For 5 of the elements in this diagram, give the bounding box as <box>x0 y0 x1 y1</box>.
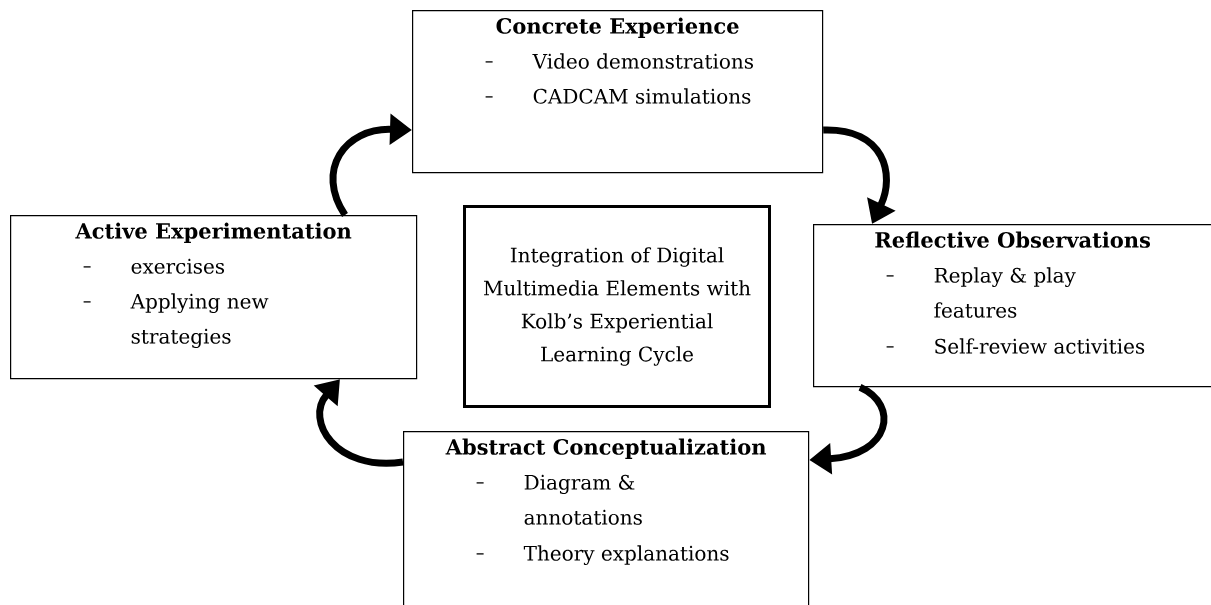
stage-box: Abstract Conceptualization Diagram & annotations Theory explanations <box>403 431 810 605</box>
stage-box: Concrete Experience Video demonstrations CADCAM simulations <box>412 10 824 174</box>
center-box: Integration of Digital Multimedia Elements with Kolb’s Experiential Learning Cycle <box>463 205 771 408</box>
stage-box: Reflective Observations Replay & play features Self-review activities <box>813 224 1211 388</box>
stage-box: Active Experimentation exercises Applying new strategies <box>10 215 418 380</box>
